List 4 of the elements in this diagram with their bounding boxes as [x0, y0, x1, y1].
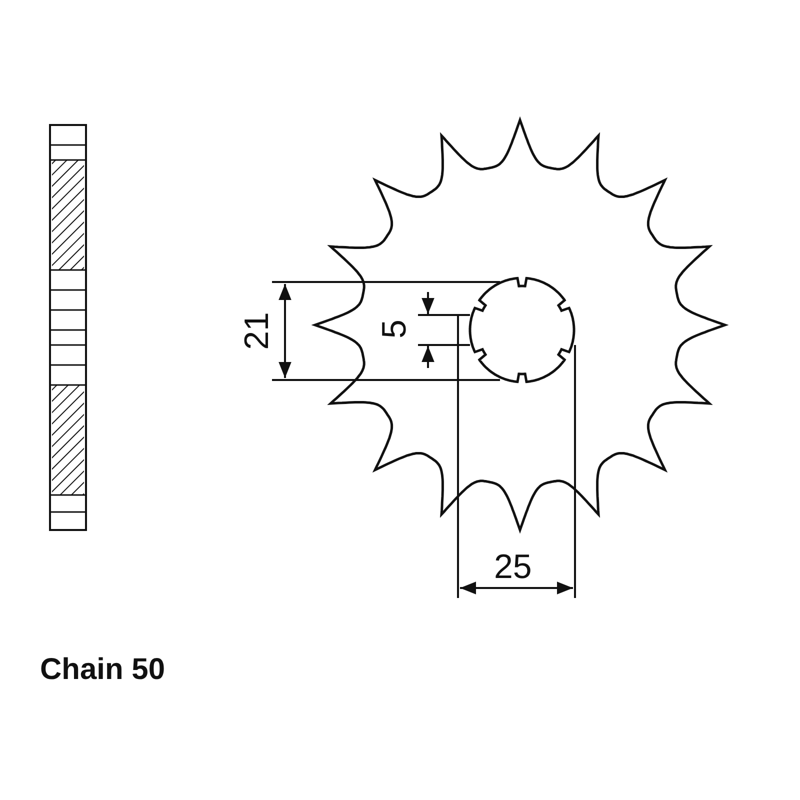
dimension-label: 25 — [494, 550, 532, 584]
dimension-label: 21 — [240, 312, 274, 350]
dimension-label: 5 — [377, 320, 412, 338]
chain-size-label: Chain 50 — [40, 655, 166, 685]
